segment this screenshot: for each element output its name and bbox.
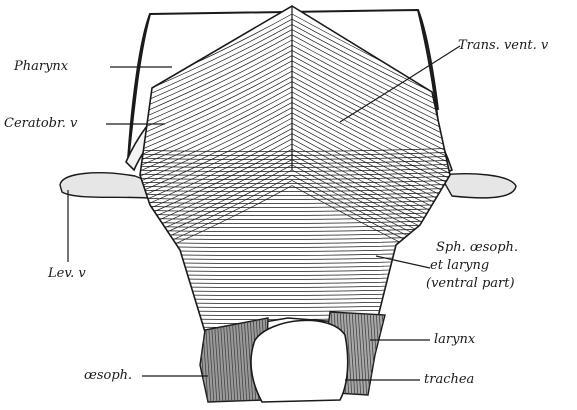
label-sph-oesoph-3: (ventral part) <box>426 276 515 291</box>
label-pharynx: Pharynx <box>14 59 68 74</box>
label-larynx: larynx <box>434 332 475 347</box>
label-lev-v: Lev. v <box>48 266 86 281</box>
muscle-outline <box>140 6 450 332</box>
shade-line <box>382 310 388 398</box>
label-ceratobr-v: Ceratobr. v <box>4 116 77 131</box>
label-oesoph: œsoph. <box>84 368 132 383</box>
process-right <box>440 174 516 198</box>
label-trans-vent-v: Trans. vent. v <box>458 38 548 53</box>
trachea-outline <box>251 320 348 402</box>
label-sph-oesoph-2: et laryng <box>430 258 489 273</box>
shade-line <box>385 310 391 398</box>
shade-line <box>388 310 394 398</box>
label-trachea: trachea <box>424 372 474 387</box>
process-left <box>60 173 150 198</box>
label-sph-oesoph-1: Sph. œsoph. <box>436 240 518 255</box>
